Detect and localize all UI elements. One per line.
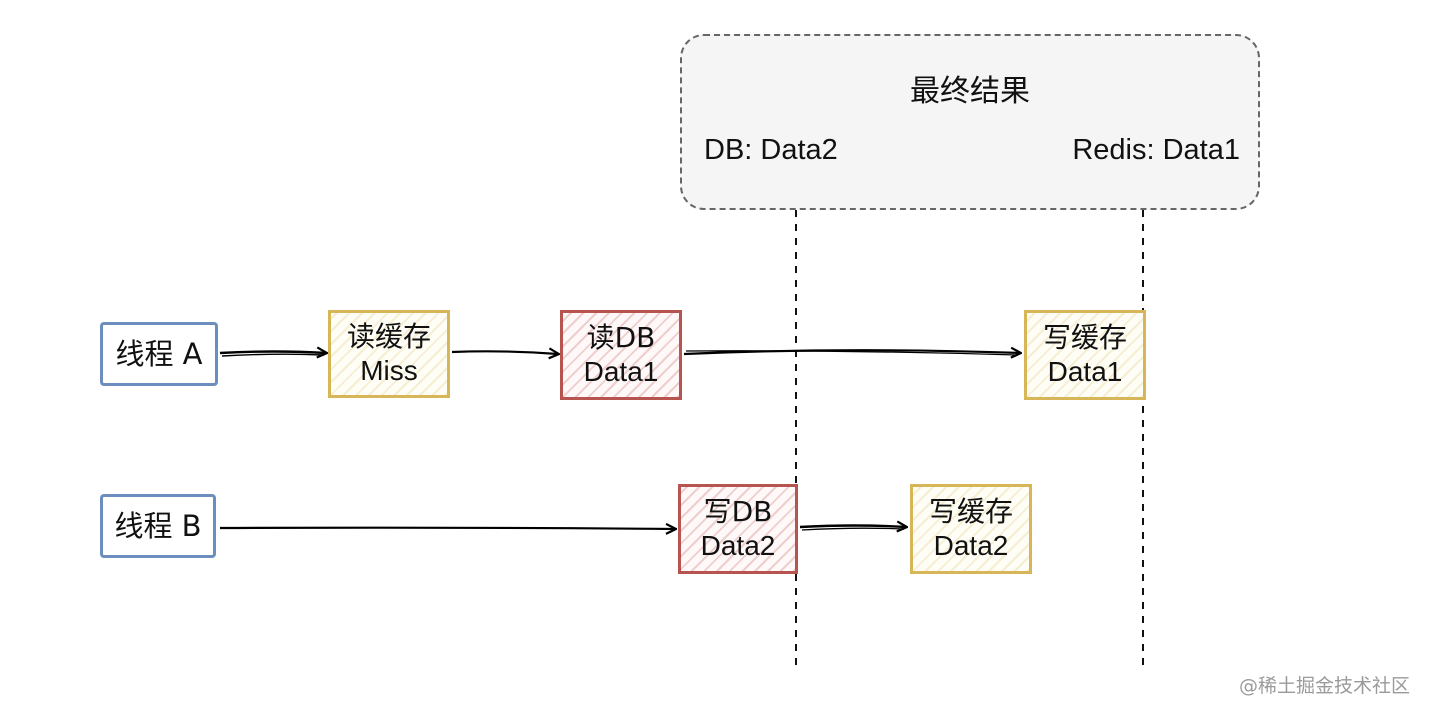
b-write-db-line2: Data2: [700, 530, 776, 561]
a-read-cache-line2: Miss: [360, 355, 418, 386]
thread-a-node: 线程 A: [100, 322, 218, 386]
arrow-write-db-to-write-cache-sketch: [801, 527, 905, 531]
a-write-cache-line2: Data1: [1047, 356, 1123, 387]
arrow-read-db-to-write-cache: [683, 350, 1020, 354]
a-read-db-line2: Data1: [583, 356, 659, 387]
arrow-a-to-read-cache: [219, 352, 326, 354]
a-read-cache-line1: 读缓存: [346, 320, 431, 353]
final-result-title: 最终结果: [910, 74, 1030, 109]
thread-b-label: 线程 B: [114, 509, 202, 543]
final-redis-value: Redis: Data1: [1072, 134, 1240, 166]
a-write-cache-line1: 写缓存: [1042, 321, 1127, 354]
a-read-cache-node: 读缓存 Miss: [328, 310, 450, 398]
b-write-cache-line1: 写缓存: [928, 495, 1013, 528]
a-read-db-line1: 读DB: [586, 321, 656, 354]
arrow-read-db-to-write-cache-sketch: [685, 350, 1019, 356]
b-write-db-line1: 写DB: [703, 495, 773, 528]
arrow-write-db-to-write-cache: [799, 526, 906, 528]
final-result-box: 最终结果 DB: Data2 Redis: Data1: [680, 34, 1260, 210]
thread-b-node: 线程 B: [100, 494, 216, 558]
arrow-read-cache-to-read-db: [451, 351, 558, 354]
final-db-value: DB: Data2: [704, 134, 838, 166]
arrow-a-to-read-cache-sketch: [221, 353, 325, 357]
arrow-b-to-write-db: [219, 528, 675, 529]
a-write-cache-node: 写缓存 Data1: [1024, 310, 1146, 400]
b-write-cache-line2: Data2: [933, 530, 1009, 561]
thread-a-label: 线程 A: [115, 337, 203, 371]
b-write-cache-node: 写缓存 Data2: [910, 484, 1032, 574]
a-read-db-node: 读DB Data1: [560, 310, 682, 400]
b-write-db-node: 写DB Data2: [678, 484, 798, 574]
watermark-text: @稀土掘金技术社区: [1238, 675, 1410, 697]
